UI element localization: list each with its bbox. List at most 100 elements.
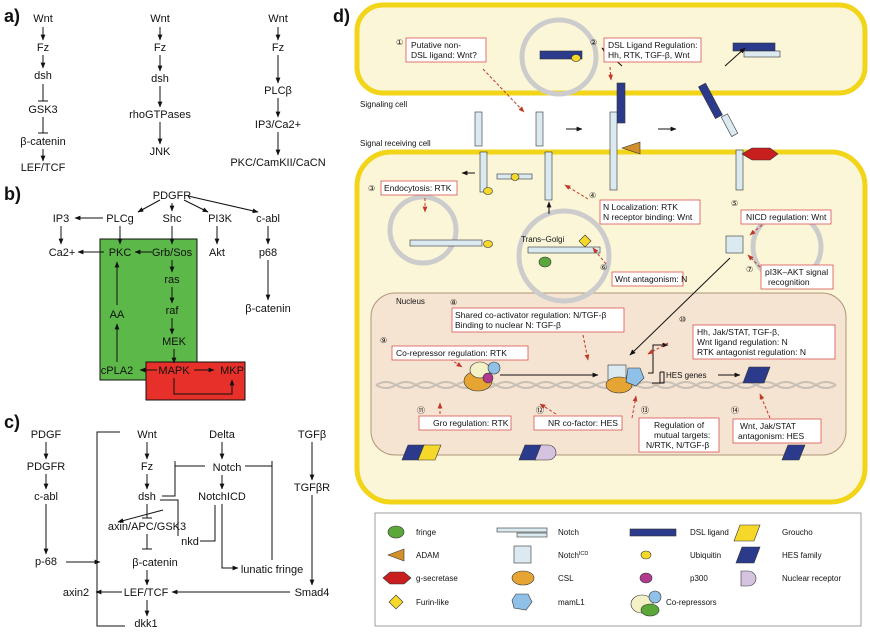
- b-cabl: c-abl: [256, 213, 280, 225]
- hes-nuc: [742, 366, 771, 384]
- legend-box: [374, 512, 862, 627]
- ubiquitin-2: [483, 187, 493, 195]
- dsl-ligand-2: [732, 42, 776, 52]
- legend-notchicd: NotchICD: [558, 551, 588, 560]
- ann-10-line-1: Hh, Jak/STAT, TGF-β,: [697, 327, 779, 337]
- a1-fz: Fz: [37, 42, 49, 54]
- a2-jnk: JNK: [150, 146, 171, 158]
- c-p68: p-68: [35, 556, 57, 568]
- notch-icd-icon: [513, 545, 532, 564]
- furin-shape: [578, 234, 592, 248]
- notch-r1: [474, 111, 483, 147]
- legend-adam: ADAM: [416, 551, 439, 560]
- dsl-ligand-icon: [629, 528, 677, 537]
- ann-8-num: ⑧: [450, 298, 457, 307]
- b-plcg: PLCg: [106, 213, 134, 225]
- ann-10-line-3: RTK antagonist regulation: N: [697, 347, 806, 357]
- ann-6-line-1: Wnt antagonism: N: [615, 274, 687, 284]
- a2-fz: Fz: [154, 42, 166, 54]
- csl-icon: [511, 570, 535, 586]
- c-axin: axin/APC/GSK3: [108, 521, 186, 533]
- legend-p300: p300: [690, 574, 708, 583]
- p300-icon: [639, 572, 653, 584]
- ubiquitin-4: [510, 173, 520, 181]
- ann-2-line-2: Hh, RTK, TGF-β, Wnt: [608, 50, 690, 60]
- c-bcat: β-catenin: [132, 557, 177, 569]
- a3-ip3: IP3/Ca2+: [255, 119, 301, 131]
- c-tgfb: TGFβ: [298, 429, 326, 441]
- csl-2: [605, 376, 633, 394]
- nr-shape: [534, 444, 557, 461]
- ann-6-num: ⑥: [600, 263, 607, 272]
- hes-wnt: [781, 444, 806, 461]
- panel-a: a) Wnt Fz dsh GSK3 β-catenin LEF/TCF Wnt…: [4, 6, 326, 174]
- notch-r2: [535, 111, 544, 147]
- ann-13-num: ⑬: [641, 406, 649, 415]
- a1-dsh: dsh: [34, 70, 52, 82]
- g-secretase-icon: [382, 571, 412, 585]
- dna-strand: [375, 381, 837, 389]
- nuclear-complexes: [401, 361, 806, 461]
- a3-wnt: Wnt: [268, 13, 288, 25]
- notch-golgi: [527, 246, 601, 254]
- ann-3-line-1: Endocytosis: RTK: [384, 183, 452, 193]
- corepressor-2: [487, 361, 501, 375]
- b-cpla2: cPLA2: [101, 365, 133, 377]
- c-dkk1: dkk1: [134, 618, 157, 630]
- corepressor-3: [482, 372, 494, 384]
- ann-5-line-1: NICD regulation: Wnt: [746, 212, 827, 222]
- b-shc: Shc: [163, 213, 182, 225]
- b-pkc: PKC: [109, 247, 132, 259]
- gsecretase-shape: [741, 147, 779, 161]
- ann-14-line-2: antagonism: HES: [738, 431, 804, 441]
- signaling-cell-label: Signaling cell: [360, 100, 407, 109]
- ann-7-line-1: pI3K–AKT signal: [765, 267, 828, 277]
- co-repressors-icon: [630, 590, 662, 617]
- c-nicd: NotchICD: [198, 491, 246, 503]
- legend: fringe Notch DSL ligand Groucho ADAM Not…: [382, 524, 841, 617]
- c-wnt: Wnt: [137, 429, 157, 441]
- notch-r4: [720, 113, 739, 137]
- panel-a-label: a): [4, 6, 20, 26]
- dsl-ligand-1: [539, 50, 583, 60]
- legend-notch: Notch: [558, 528, 579, 537]
- a3-plcb: PLCβ: [264, 85, 292, 97]
- trans-golgi-label: Trans–Golgi: [521, 235, 565, 244]
- ann-2-line-1: DSL Ligand Regulation:: [608, 40, 697, 50]
- ann-12-num: ⑫: [536, 406, 544, 415]
- b-mkp: MKP: [220, 365, 244, 377]
- ubiquitin-3: [483, 240, 493, 248]
- furin-like-icon: [388, 594, 404, 610]
- hes-family-icon: [735, 546, 761, 564]
- dsl-ligand-3: [616, 82, 626, 124]
- ann-4-num: ④: [589, 191, 596, 200]
- b-ip3: IP3: [53, 213, 70, 225]
- b-raf: raf: [166, 305, 180, 317]
- nuclear-receptor-icon: [740, 570, 757, 587]
- legend-furin: Furin-like: [416, 598, 449, 607]
- a1-edges: [38, 27, 48, 162]
- vesicle-left: [387, 194, 459, 266]
- ann-4-line-1: N Localization: RTK: [603, 202, 678, 212]
- groucho-icon: [733, 524, 761, 542]
- ann-10-line-2: Wnt ligand regulation: N: [697, 337, 788, 347]
- b-p68: p68: [259, 247, 277, 259]
- notch-r7: [544, 151, 553, 201]
- ann-14-line-1: Wnt, Jak/STAT: [740, 421, 796, 431]
- nicd-shape: [725, 235, 744, 254]
- ubiquitin-1: [571, 54, 581, 62]
- ann-4-line-2: N receptor binding: Wnt: [603, 212, 693, 222]
- ann-1-line-1: Putative non-: [411, 40, 461, 50]
- ann-13-line-1: Regulation of: [654, 420, 705, 430]
- c-smad4: Smad4: [295, 587, 330, 599]
- legend-nr: Nuclear receptor: [782, 574, 841, 583]
- vesicle-top: [519, 17, 599, 97]
- ubiquitin-icon: [640, 550, 652, 560]
- notch-r5: [735, 149, 744, 191]
- receptor-shapes: [409, 42, 781, 268]
- ann-9-line-1: Co-repressor regulation: RTK: [396, 348, 507, 358]
- a1-bcat: β-catenin: [20, 136, 65, 148]
- b-bcat: β-catenin: [245, 303, 290, 315]
- c-cabl: c-abl: [34, 491, 58, 503]
- ann-13-line-2: mutual targets:: [654, 430, 710, 440]
